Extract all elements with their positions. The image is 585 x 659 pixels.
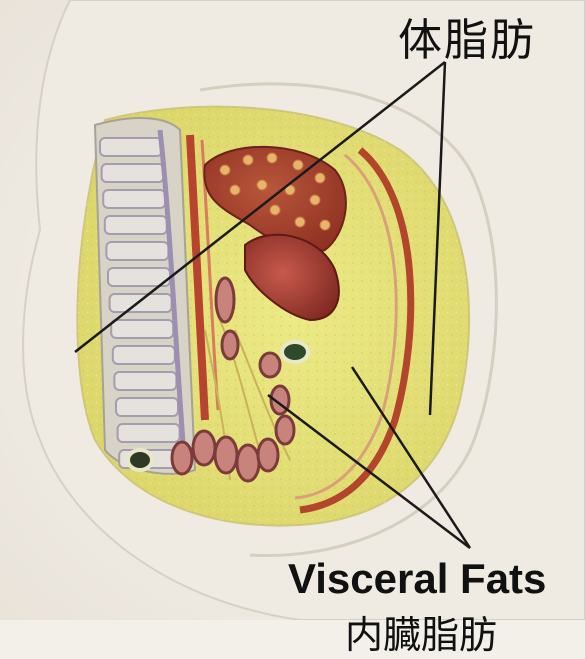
liver-lobule [257, 180, 267, 190]
vertebra [118, 424, 180, 442]
vertebra [111, 320, 173, 338]
vertebra [102, 164, 164, 182]
vertebra [106, 242, 168, 260]
vertebra [103, 190, 165, 208]
vertebra [114, 372, 176, 390]
vertebra [105, 216, 167, 234]
vertebra [100, 138, 162, 156]
intestine-loop [276, 416, 294, 444]
intestine-loop [258, 439, 278, 471]
liver-lobule [267, 153, 277, 163]
intestine-loop [172, 442, 192, 474]
liver-lobule [270, 205, 280, 215]
vertebra [113, 346, 175, 364]
vertebra [116, 398, 178, 416]
intestine-loop [216, 278, 234, 322]
liver-lobule [220, 165, 230, 175]
liver-lobule [320, 220, 330, 230]
intestine-loop [215, 437, 237, 473]
liver-lobule [243, 155, 253, 165]
visceral-fats-label-cn: 内臓脂肪 [345, 604, 497, 659]
vertebra [110, 294, 172, 312]
liver-lobule [230, 185, 240, 195]
liver-lobule [295, 217, 305, 227]
visceral-fats-label: Visceral Fats [288, 555, 546, 603]
intestine-loop [260, 353, 280, 377]
colon-section [282, 342, 308, 362]
intestine-loop [237, 445, 259, 481]
liver-lobule [315, 173, 325, 183]
liver-lobule [293, 160, 303, 170]
liver-lobule [310, 195, 320, 205]
rectum-section [128, 450, 152, 470]
intestine-loop [222, 331, 238, 359]
abdomen-cross-section-illustration [0, 0, 585, 620]
intestine-loop [193, 431, 215, 465]
body-fat-label: 体脂肪 [398, 4, 536, 68]
